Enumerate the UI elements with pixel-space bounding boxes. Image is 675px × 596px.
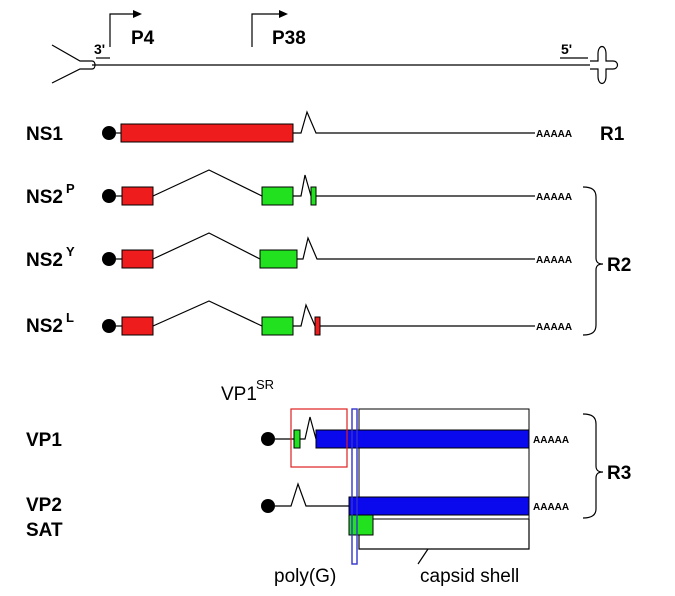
vp-coding-blue (348, 496, 530, 516)
svg-text:P38: P38 (272, 28, 306, 49)
transcript-ns2y: NS2 Y AAAAA (26, 232, 572, 271)
transcript-label: NS1 (26, 124, 63, 145)
poly-a-tail: AAAAA (536, 192, 572, 203)
cap-dot (102, 189, 116, 203)
exon-red (121, 186, 154, 206)
capsid-shell-box (358, 408, 530, 520)
sat-label: SAT (26, 520, 63, 541)
capsid-shell-leader (417, 548, 429, 565)
transcript-label: VP2 (26, 495, 62, 516)
polyg-label: poly(G) (274, 566, 336, 587)
exon-red-small (314, 316, 321, 336)
exon-green (261, 186, 294, 206)
genome: 3' 5' (51, 41, 619, 85)
cap-dot (102, 126, 116, 140)
end-3-prime-label: 3' (94, 41, 105, 57)
hairpin-5-prime (590, 45, 619, 85)
transcript-label-superscript: Y (66, 244, 75, 259)
capsid-shell-bracket (358, 519, 530, 550)
exon-green-small (310, 186, 317, 206)
cap-dot (261, 499, 275, 513)
transcript-label-superscript: P (66, 181, 75, 196)
exon-red (121, 316, 154, 336)
hairpin-3-prime (51, 44, 92, 84)
poly-a-tail: AAAAA (533, 502, 569, 513)
cap-dot (102, 319, 116, 333)
transcript-label: NS2 (26, 250, 63, 271)
bracket-r2 (582, 186, 604, 336)
poly-a-tail: AAAAA (536, 322, 572, 333)
transcript-label: NS2 (26, 316, 63, 337)
capsid-shell-label: capsid shell (420, 566, 519, 587)
exon-green (261, 316, 294, 336)
promoter-p4: P4 (109, 10, 155, 49)
promoter-p38: P38 (251, 10, 306, 49)
transcript-label-superscript: L (66, 310, 74, 325)
cap-dot (261, 432, 275, 446)
rna-label-r1: R1 (600, 124, 625, 145)
poly-a-tail: AAAAA (536, 255, 572, 266)
transcript-label: NS2 (26, 187, 63, 208)
transcript-ns1: NS1 AAAAA (26, 110, 572, 145)
exon-green (259, 249, 298, 269)
exon-red (120, 123, 294, 143)
vp1sr-box (290, 408, 348, 468)
rna-label-r3: R3 (607, 463, 631, 484)
transcript-ns2l: NS2 L AAAAA (26, 300, 572, 337)
transcript-ns2p: NS2 P AAAAA (26, 169, 572, 208)
vp1sr-label: VP1 (221, 384, 257, 405)
end-5-prime-label: 5' (561, 41, 572, 57)
exon-red (121, 249, 154, 269)
bracket-r3 (582, 413, 604, 519)
transcript-label: VP1 (26, 430, 62, 451)
poly-a-tail: AAAAA (533, 435, 569, 446)
vp-coding-blue (315, 429, 530, 449)
svg-text:P4: P4 (131, 28, 155, 49)
cap-dot (102, 252, 116, 266)
poly-a-tail: AAAAA (536, 129, 572, 140)
vp1sr-label-superscript: SR (256, 377, 274, 392)
rna-label-r2: R2 (607, 255, 631, 276)
transcript-vp1: VP1 AAAAA (26, 416, 569, 451)
exon-green-small (293, 429, 301, 449)
sat-orf-green (348, 514, 374, 536)
transcript-vp2: VP2 SAT AAAAA (26, 482, 569, 541)
polyg-box (351, 408, 358, 565)
